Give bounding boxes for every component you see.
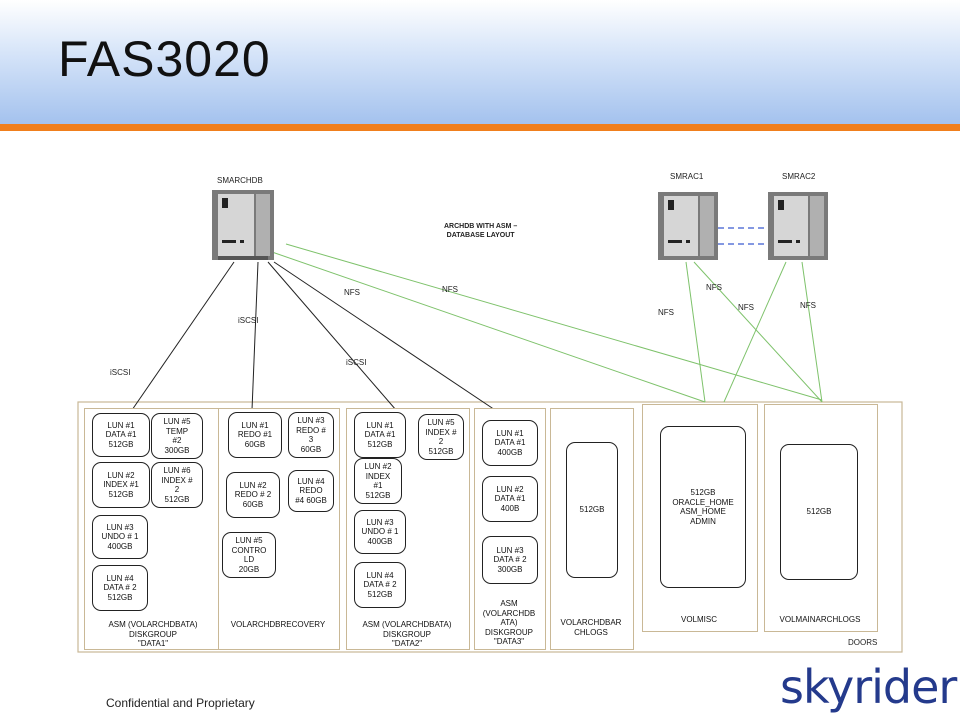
iscsi-line-data1 — [131, 261, 235, 411]
server-smrac2-label: SMRAC2 — [782, 172, 816, 181]
lun-data1-1: LUN #1 DATA #1 512GB — [92, 413, 150, 457]
doors-label: DOORS — [848, 638, 878, 647]
lun-data2-5: LUN #5 INDEX # 2 512GB — [418, 414, 464, 460]
lun-data1-5: LUN #5 TEMP #2 300GB — [151, 413, 203, 459]
nfs-line-rac1-b — [693, 261, 823, 403]
lun-recovery-5: LUN #5 CONTRO LD 20GB — [222, 532, 276, 578]
lun-data1-2: LUN #2 INDEX #1 512GB — [92, 462, 150, 508]
nfs-label-2: NFS — [442, 285, 458, 294]
group-data1-label: ASM (VOLARCHDBATA) DISKGROUP "DATA1" — [108, 620, 198, 648]
server-smrac2-icon — [768, 192, 828, 260]
server-smrac1-label: SMRAC1 — [670, 172, 704, 181]
group-data2-label: ASM (VOLARCHDBATA) DISKGROUP "DATA2" — [362, 620, 452, 648]
nfs-line-rac2-a — [723, 261, 787, 403]
lun-recovery-1: LUN #1 REDO #1 60GB — [228, 412, 282, 458]
lun-recovery-2: LUN #2 REDO # 2 60GB — [226, 472, 280, 518]
lun-data3-3: LUN #3 DATA # 2 300GB — [482, 536, 538, 584]
group-volmisc-label: VOLMISC — [680, 615, 717, 624]
lun-recovery-4: LUN #4 REDO #4 60GB — [288, 470, 334, 512]
lun-data3-1: LUN #1 DATA #1 400GB — [482, 420, 538, 466]
lun-volmainarchlogs-1: 512GB — [780, 444, 858, 580]
lun-data1-4: LUN #4 DATA # 2 512GB — [92, 565, 148, 611]
diagram-caption: ARCHDB WITH ASM – DATABASE LAYOUT — [444, 223, 518, 239]
lun-barchlogs-1: 512GB — [566, 442, 618, 578]
iscsi-label-1: iSCSI — [110, 368, 131, 377]
server-smrac1-icon — [658, 192, 718, 260]
lun-recovery-3: LUN #3 REDO # 3 60GB — [288, 412, 334, 458]
nfs-line-archdb-1 — [271, 251, 706, 403]
skyrider-logo: skyrider — [780, 660, 957, 714]
lun-volmisc-1: 512GB ORACLE_HOME ASM_HOME ADMIN — [660, 426, 746, 588]
group-data3-label: ASM (VOLARCHDB ATA) DISKGROUP "DATA3" — [482, 599, 536, 646]
footer-text: Confidential and Proprietary — [106, 696, 255, 710]
group-barchlogs-label: VOLARCHDBAR CHLOGS — [560, 618, 622, 637]
nfs-label-4: NFS — [658, 308, 674, 317]
lun-data1-3: LUN #3 UNDO # 1 400GB — [92, 515, 148, 559]
iscsi-label-2: iSCSI — [238, 316, 259, 325]
lun-data2-4: LUN #4 DATA # 2 512GB — [354, 562, 406, 608]
iscsi-line-data3 — [273, 261, 511, 421]
iscsi-line-recovery — [251, 261, 259, 411]
slide-title: FAS3020 — [58, 31, 271, 87]
iscsi-line-data2 — [267, 261, 397, 411]
nfs-label-3: NFS — [706, 283, 722, 292]
nfs-label-5: NFS — [738, 303, 754, 312]
group-recovery-label: VOLARCHDBRECOVERY — [230, 620, 326, 629]
header-band — [0, 0, 960, 124]
lun-data2-2: LUN #2 INDEX #1 512GB — [354, 458, 402, 504]
nfs-line-rac2-b — [801, 261, 823, 403]
nfs-line-rac1-a — [685, 261, 706, 403]
group-volmainarchlogs-label: VOLMAINARCHLOGS — [779, 615, 861, 624]
nfs-label-1: NFS — [344, 288, 360, 297]
lun-data2-1: LUN #1 DATA #1 512GB — [354, 412, 406, 458]
accent-bar — [0, 124, 960, 131]
server-smarchdb-label: SMARCHDB — [217, 176, 263, 185]
lun-data1-6: LUN #6 INDEX # 2 512GB — [151, 462, 203, 508]
nfs-label-6: NFS — [800, 301, 816, 310]
nfs-line-archdb-2 — [285, 243, 823, 401]
server-smarchdb-icon — [212, 190, 274, 260]
lun-data2-3: LUN #3 UNDO # 1 400GB — [354, 510, 406, 554]
doors-outer-box — [77, 401, 903, 653]
iscsi-label-3: iSCSI — [346, 358, 367, 367]
lun-data3-2: LUN #2 DATA #1 400B — [482, 476, 538, 522]
